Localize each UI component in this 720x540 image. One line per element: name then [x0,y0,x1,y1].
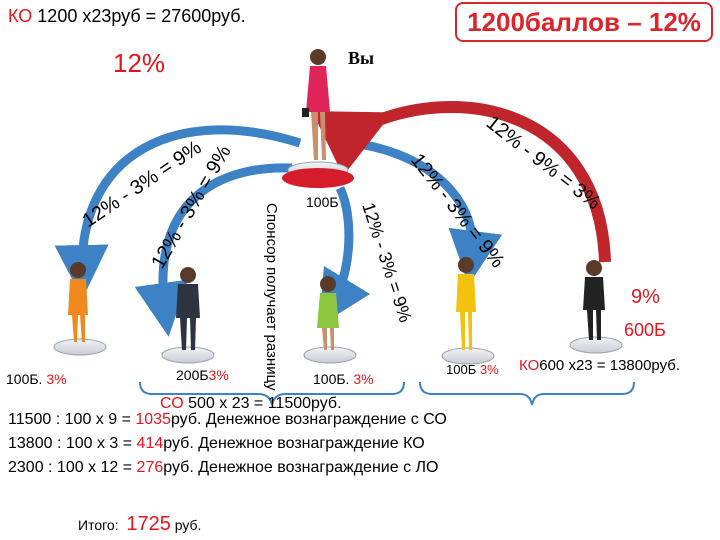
arc-outer-right [311,100,611,263]
person-4-percent: 3% [479,362,499,377]
person-4-points: 100Б [446,362,477,377]
calc-line-2-pre: 13800 : 100 х 3 = [8,435,137,452]
person-1-figure [53,262,107,356]
total-amount: 1725 [126,513,171,535]
calc-line-3-pre: 2300 : 100 х 12 = [8,459,137,476]
calculation-block: 11500 : 100 х 9 = 1035руб. Денежное возн… [8,408,447,480]
ko-formula-text: 600 х23 = 13800руб. [539,357,681,374]
calc-line-2-amount: 414 [136,435,164,452]
person-3-label: 100Б. 3% [313,371,374,387]
ko-formula-ko: КО [519,357,540,374]
left-brace [139,381,405,406]
person-1-label: 100Б. 3% [6,371,67,387]
left-percent: 12% [113,48,166,78]
right-brace [419,381,635,406]
co-formula-co: СО [160,395,184,412]
arc-label-center: 12% - 3% = 9% [358,200,416,325]
co-formula-line: СО 500 х 23 = 11500руб. [160,395,342,413]
header-box: 1200баллов – 12% [455,2,713,42]
platform-label: 100Б [306,194,339,210]
person-5-percent: 9% [631,286,660,308]
arc-label-inner-right: 12% - 3% = 9% [406,150,509,273]
header-ko-label: КО [8,6,33,26]
calc-line-2: 13800 : 100 х 3 = 414руб. Денежное возна… [8,432,447,456]
calc-line-3: 2300 : 100 х 12 = 276руб. Денежное возна… [8,456,447,480]
person-3-points: 100Б. [313,371,350,387]
person-5-figure [569,260,623,354]
calc-line-2-post: руб. Денежное вознаграждение КО [163,435,425,452]
calc-line-1: 11500 : 100 х 9 = 1035руб. Денежное возн… [8,408,447,432]
person-3-percent: 3% [353,371,374,387]
person-2-points: 200Б [176,367,209,383]
person-4-label: 100Б 3% [446,362,499,377]
you-label: Вы [348,48,375,68]
co-formula-text: 500 х 23 = 11500руб. [183,395,342,412]
calc-line-3-amount: 276 [136,459,164,476]
arc-inner-left [134,163,293,337]
calc-line-1-post: руб. Денежное вознаграждение с СО [170,411,447,428]
person-2-percent: 3% [208,367,229,383]
person-2-figure [161,267,215,364]
person-1-points: 100Б. [6,371,43,387]
total-unit: руб. [174,517,202,533]
ko-formula-line: КО600 х23 = 13800руб. [519,357,680,374]
total-line: Итого: 1725 руб. [78,513,201,536]
calc-line-1-amount: 1035 [135,411,171,428]
header-formula-text: 1200 х23руб = 27600руб. [32,6,246,26]
person-2-label: 200Б3% [176,367,229,383]
top-person-figure [287,49,349,179]
calc-line-1-pre: 11500 : 100 х 9 = [8,411,136,428]
center-platform [282,168,354,188]
arc-outer-left [54,125,302,299]
arc-center [319,186,371,327]
total-label: Итого: [78,517,119,533]
person-1-percent: 3% [46,371,67,387]
header-formula: КО 1200 х23руб = 27600руб. [8,6,246,27]
person-4-figure [441,257,495,365]
person-5-points: 600Б [624,320,666,340]
sponsor-label: Спонсор получает разницу [263,203,280,391]
person-3-figure [303,276,357,364]
calc-line-3-post: руб. Денежное вознаграждение с ЛО [163,459,439,476]
